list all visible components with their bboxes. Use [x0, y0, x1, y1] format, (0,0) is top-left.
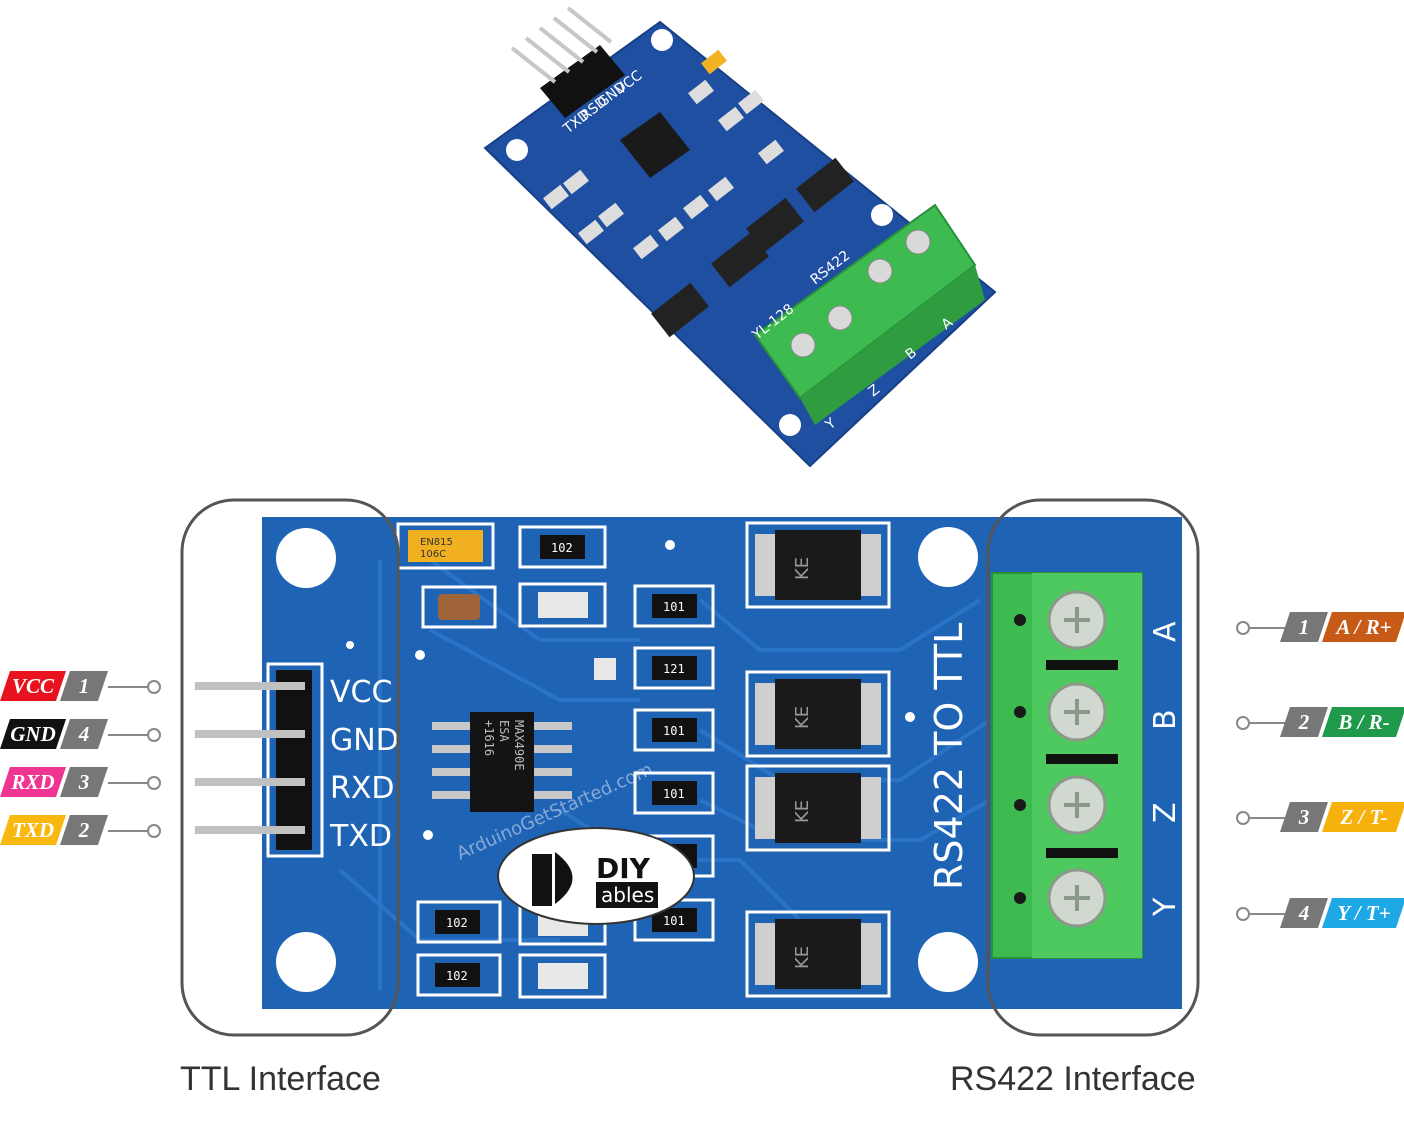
right-pin-dot-1: [1236, 621, 1250, 635]
right-pin-y-name: Y / T+: [1322, 898, 1404, 928]
resistor-code-7: 101: [663, 914, 685, 928]
terminal-label-a: A: [1148, 621, 1183, 642]
right-pin-b-name: B / R-: [1322, 707, 1404, 737]
left-pin-dot-2: [147, 728, 161, 742]
right-lead-4: [1250, 913, 1290, 915]
left-pin-dot-1: [147, 680, 161, 694]
resistor-code-3: 121: [663, 662, 685, 676]
right-pin-y: 4 Y / T+: [1280, 898, 1404, 928]
right-pin-z-name: Z / T-: [1322, 802, 1404, 832]
left-pin-txd: TXD 2: [0, 815, 108, 845]
diyables-logo: DIY ables: [497, 827, 695, 925]
left-lead-2: [108, 734, 148, 736]
right-pin-b-num: 2: [1280, 707, 1328, 737]
left-pin-rxd-name: RXD: [0, 767, 66, 797]
left-pin-dot-4: [147, 824, 161, 838]
left-pin-txd-num: 2: [60, 815, 108, 845]
board-label-rxd: RXD: [330, 771, 395, 806]
right-pin-z-num: 3: [1280, 802, 1328, 832]
right-pin-b: 2 B / R-: [1280, 707, 1404, 737]
left-lead-1: [108, 686, 148, 688]
right-pin-a-name: A / R+: [1322, 612, 1404, 642]
left-pin-rxd: RXD 3: [0, 767, 108, 797]
module-board: VCC GND RXD TXD EN815 106C 102 101 121: [195, 517, 1183, 1009]
board-title: RS422 TO TTL: [927, 623, 971, 890]
diodes: KE KE KE KE: [745, 521, 891, 998]
board-label-txd: TXD: [329, 819, 392, 854]
resistor-code-2: 101: [663, 600, 685, 614]
terminal-label-b: B: [1148, 709, 1183, 730]
left-pin-dot-3: [147, 776, 161, 790]
resistor-code-5: 101: [663, 787, 685, 801]
left-lead-4: [108, 830, 148, 832]
right-pin-a: 1 A / R+: [1280, 612, 1404, 642]
rs422-interface-outline: [986, 498, 1200, 1037]
resistors: 102 101 121 101 101 101 101 102: [416, 525, 715, 997]
diode-code-4: KE: [792, 946, 813, 969]
diode-code-3: KE: [792, 800, 813, 823]
right-pin-y-num: 4: [1280, 898, 1328, 928]
ttl-interface-caption: TTL Interface: [180, 1060, 381, 1098]
right-pin-dot-2: [1236, 716, 1250, 730]
module-photo: VCC GND RSD TXD YL-128 RS: [483, 6, 997, 468]
left-lead-3: [108, 782, 148, 784]
right-lead-2: [1250, 722, 1290, 724]
cap-code-2: 106C: [420, 549, 446, 560]
right-lead-3: [1250, 817, 1290, 819]
left-pin-rxd-num: 3: [60, 767, 108, 797]
chip-text-1: MAX490E: [512, 720, 526, 771]
board-label-gnd: GND: [330, 723, 399, 758]
cap-code-1: EN815: [420, 537, 453, 548]
board-label-vcc: VCC: [330, 675, 392, 710]
capacitor-tantalum: EN815 106C: [396, 522, 495, 570]
right-lead-1: [1250, 627, 1290, 629]
photo-header: [510, 6, 625, 118]
resistor-code-4: 101: [663, 724, 685, 738]
logo-ables: ables: [601, 883, 654, 907]
pin-header: [195, 662, 324, 858]
left-pin-vcc: VCC 1: [0, 671, 108, 701]
resistor-code-8: 102: [446, 916, 468, 930]
left-pin-vcc-num: 1: [60, 671, 108, 701]
right-pin-dot-4: [1236, 907, 1250, 921]
rs422-interface-caption: RS422 Interface: [950, 1060, 1196, 1098]
right-pin-z: 3 Z / T-: [1280, 802, 1404, 832]
logo-diy: DIY: [596, 852, 651, 885]
right-pin-a-num: 1: [1280, 612, 1328, 642]
ttl-interface-outline: [180, 498, 400, 1037]
terminal-block: [991, 572, 1143, 959]
left-pin-txd-name: TXD: [0, 815, 66, 845]
left-pin-gnd-num: 4: [60, 719, 108, 749]
chip-text-3: +1616: [482, 720, 496, 756]
resistor-code-1: 102: [551, 541, 573, 555]
diode-code-2: KE: [792, 706, 813, 729]
left-pin-gnd: GND 4: [0, 719, 108, 749]
left-pin-vcc-name: VCC: [0, 671, 66, 701]
resistor-code-9: 102: [446, 969, 468, 983]
terminal-label-z: Z: [1148, 802, 1183, 823]
right-pin-dot-3: [1236, 811, 1250, 825]
chip-text-2: ESA: [497, 720, 511, 742]
left-pin-gnd-name: GND: [0, 719, 66, 749]
diode-code-1: KE: [792, 557, 813, 580]
max490-chip: MAX490E ESA +1616: [432, 712, 572, 812]
terminal-label-y: Y: [1148, 897, 1183, 917]
